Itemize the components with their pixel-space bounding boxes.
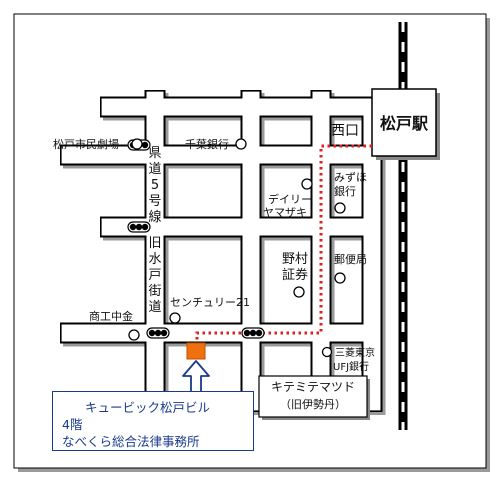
prefectural-road-5-label: 県 道 5 号 線: [148, 146, 161, 225]
svg-text:号: 号: [148, 194, 161, 209]
station-name: 松戸駅: [380, 114, 429, 133]
building-name: キュービック松戸ビル: [85, 400, 211, 415]
target-building-marker[interactable]: [186, 342, 206, 360]
old-mito-road-label: 旧 水 戸 街 道: [148, 236, 161, 315]
shokochukin-marker-icon: [128, 329, 140, 341]
svg-text:水: 水: [148, 252, 161, 267]
traffic-signal-icon: [146, 327, 170, 339]
svg-text:道: 道: [148, 162, 161, 177]
office-name: なべくら総合法律事務所: [62, 434, 200, 449]
theater-label: 松戸市民劇場: [53, 137, 119, 151]
svg-text:戸: 戸: [148, 268, 161, 283]
nomura-marker-icon: [293, 286, 305, 298]
kitemite-label-2: （旧伊勢丹）: [280, 397, 346, 411]
traffic-signal-icon: [241, 327, 265, 339]
nomura-label-1: 野村: [282, 252, 308, 267]
walking-route: [195, 144, 372, 345]
post-office-marker-icon: [334, 272, 346, 284]
traffic-signal-icon: [127, 221, 151, 233]
mufg-label-2: UFJ銀行: [333, 360, 369, 373]
daily-yamazaki-label-1: デイリー: [268, 192, 312, 206]
svg-text:道: 道: [148, 300, 161, 315]
floor-label: 4階: [62, 417, 83, 432]
mizuho-marker-icon: [334, 202, 346, 214]
century21-marker-icon: [169, 312, 181, 324]
century21-label: センチュリー21: [170, 296, 250, 309]
svg-text:線: 線: [148, 209, 161, 225]
svg-text:県: 県: [148, 146, 161, 161]
office-callout[interactable]: キュービック松戸ビル 4階 なべくら総合法律事務所: [52, 391, 254, 451]
mufg-marker-icon: [321, 346, 333, 358]
theater-marker-icon: [131, 138, 143, 150]
svg-text:旧: 旧: [148, 236, 161, 251]
shokochukin-label: 商工中金: [89, 309, 133, 323]
kitemite-matsudo-building: キテミテマツド （旧伊勢丹）: [258, 375, 370, 420]
chiba-bank-marker-icon: [235, 138, 247, 150]
kitemite-label-1: キテミテマツド: [271, 380, 355, 394]
daily-yamazaki-label-2: ヤマザキ: [263, 206, 307, 219]
daily-yamazaki-marker-icon: [301, 178, 313, 190]
nomura-label-2: 証券: [282, 267, 308, 283]
station-box[interactable]: 松戸駅: [371, 88, 440, 160]
mizuho-label-2: 銀行: [334, 184, 356, 198]
mizuho-label-1: みずほ: [334, 171, 367, 184]
svg-text:街: 街: [148, 284, 161, 299]
chiba-bank-label: 千葉銀行: [185, 137, 229, 151]
post-office-label: 郵便局: [334, 253, 367, 266]
mufg-label-1: 三菱東京: [335, 346, 375, 359]
west-exit-label: 西口: [331, 123, 359, 139]
svg-text:5: 5: [151, 178, 159, 193]
